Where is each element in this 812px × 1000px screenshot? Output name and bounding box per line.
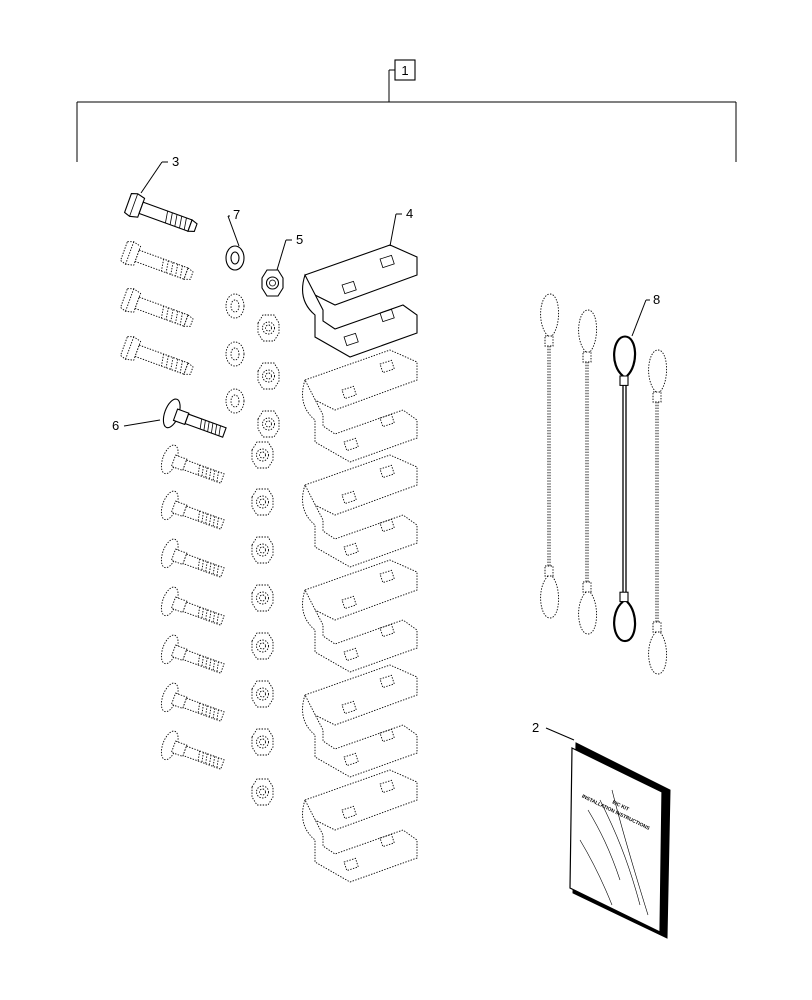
nut-dotted-3	[257, 410, 280, 438]
cable-dotted-2	[578, 309, 598, 635]
nut-dotted-5	[251, 488, 274, 516]
svg-text:5: 5	[296, 232, 303, 247]
nut-dotted-10	[251, 728, 274, 756]
nut-dotted-6	[251, 536, 274, 564]
bracket-dotted-5	[302, 769, 418, 883]
carriage-bolt-dotted-5	[157, 632, 228, 684]
callout-washer: 7	[227, 207, 240, 247]
nut-dotted-7	[251, 584, 274, 612]
callout-carriage-bolt: 6	[112, 418, 161, 433]
nut-dotted-2	[257, 362, 280, 390]
nut-dotted-1	[257, 314, 280, 342]
nut-solid	[261, 269, 284, 297]
hex-bolt-dotted-2	[119, 286, 197, 335]
carriage-bolt-dotted-4	[157, 584, 228, 636]
carriage-bolt-dotted-1	[157, 442, 228, 494]
svg-text:8: 8	[653, 292, 660, 307]
callout-cable: 8	[631, 292, 660, 337]
nut-dotted-9	[251, 680, 274, 708]
callout-hex-bolt: 3	[140, 154, 179, 194]
washer-dotted-3	[225, 388, 245, 414]
washer-dotted-1	[225, 293, 245, 319]
instruction-manual: EIC KIT INSTALLATION INSTRUCTIONS	[569, 742, 671, 939]
kit-bracket: 1	[76, 59, 737, 162]
nut-dotted-11	[251, 778, 274, 806]
bracket-dotted-2	[302, 454, 418, 568]
bracket-solid	[301, 244, 418, 358]
callout-manual: 2	[532, 720, 575, 741]
svg-text:3: 3	[172, 154, 179, 169]
svg-text:6: 6	[112, 418, 119, 433]
washer-solid	[225, 245, 245, 271]
hex-bolt-solid	[123, 191, 201, 240]
nut-dotted-4	[251, 441, 274, 469]
svg-text:2: 2	[532, 720, 539, 735]
cable-dotted-3	[648, 349, 668, 675]
carriage-bolt-dotted-7	[157, 728, 228, 780]
carriage-bolt-dotted-3	[157, 536, 228, 588]
svg-text:7: 7	[233, 207, 240, 222]
hex-bolt-dotted-3	[119, 334, 197, 383]
carriage-bolt-dotted-2	[157, 488, 228, 540]
hex-bolt-dotted-1	[119, 239, 197, 288]
bracket-dotted-4	[302, 664, 418, 778]
carriage-bolt-solid	[159, 396, 231, 448]
bracket-dotted-3	[302, 559, 418, 673]
callout-kit: 1	[401, 63, 408, 78]
callout-nut: 5	[276, 232, 303, 271]
cable-dotted-1	[540, 293, 560, 619]
carriage-bolt-dotted-6	[157, 680, 228, 732]
bracket-dotted-1	[302, 349, 418, 463]
cable-solid	[613, 335, 637, 643]
washer-dotted-2	[225, 341, 245, 367]
svg-text:4: 4	[406, 206, 413, 221]
nut-dotted-8	[251, 632, 274, 660]
callout-bracket: 4	[389, 206, 413, 247]
